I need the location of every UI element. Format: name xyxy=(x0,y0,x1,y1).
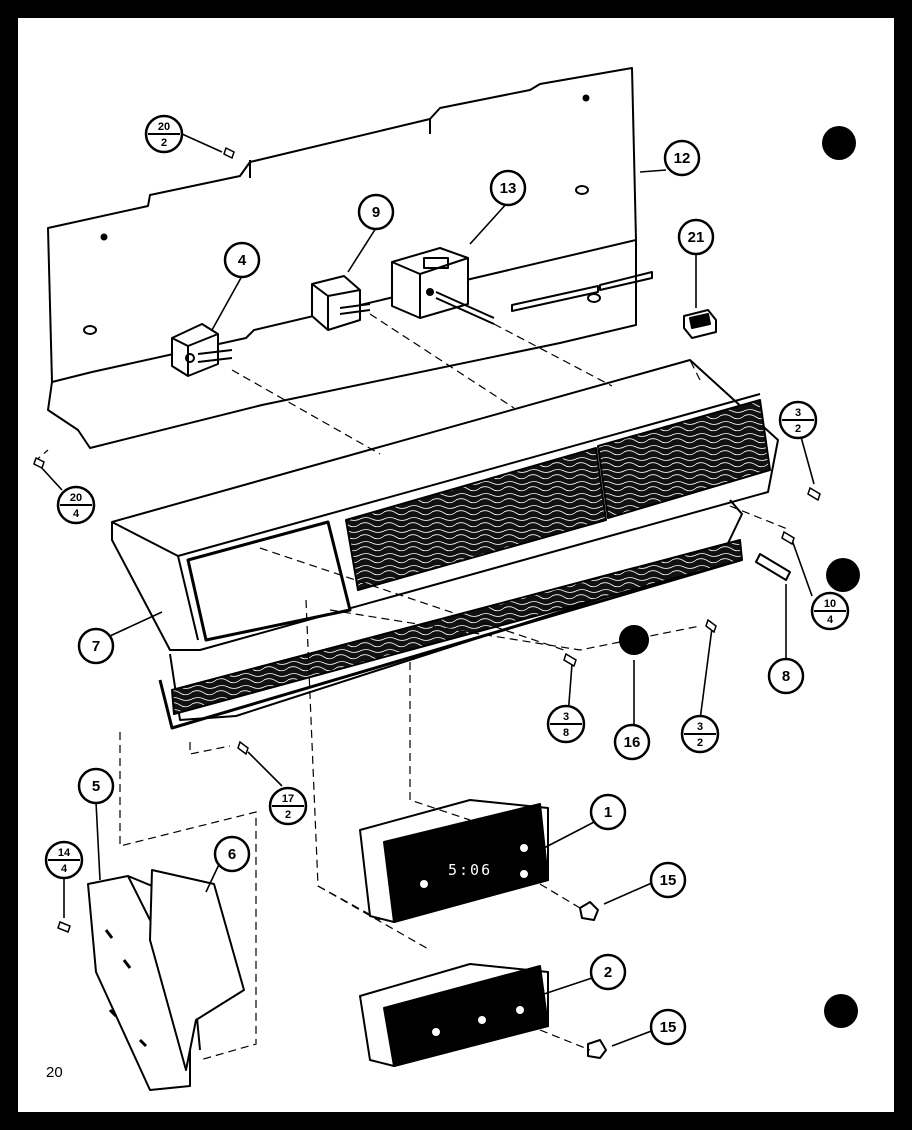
burner-control-module xyxy=(359,963,549,1067)
svg-text:15: 15 xyxy=(660,1019,677,1036)
callout-15-upper: 15 xyxy=(649,861,687,899)
svg-text:2: 2 xyxy=(697,737,703,749)
fraction-callout-3-2-lower: 32 xyxy=(680,714,720,754)
svg-text:2: 2 xyxy=(795,423,801,435)
callout-15-lower: 15 xyxy=(649,1008,687,1046)
svg-text:8: 8 xyxy=(563,727,569,739)
svg-text:12: 12 xyxy=(674,150,691,167)
svg-text:2: 2 xyxy=(161,137,167,149)
callout-4: 4 xyxy=(223,241,261,279)
fraction-callout-3-8: 38 xyxy=(546,704,586,744)
binder-hole-bottom xyxy=(824,994,858,1028)
control-faceplate-left xyxy=(345,447,607,591)
selector-switch xyxy=(311,275,371,331)
fraction-callout-10-4: 104 xyxy=(810,591,850,631)
callout-13: 13 xyxy=(489,169,527,207)
svg-text:6: 6 xyxy=(228,846,236,863)
clock-display: 5:06 xyxy=(448,861,492,879)
svg-text:20: 20 xyxy=(158,121,170,133)
svg-text:14: 14 xyxy=(58,847,71,859)
knob-small-upper xyxy=(579,901,599,921)
control-faceplate-right xyxy=(597,399,771,519)
mounting-plate xyxy=(149,869,245,1071)
clock-timer-module xyxy=(359,799,549,923)
binder-hole-top xyxy=(822,126,856,160)
display-window xyxy=(186,520,352,642)
callout-5: 5 xyxy=(77,767,115,805)
trim-strip xyxy=(171,539,743,715)
callout-7: 7 xyxy=(77,627,115,665)
fraction-callout-14-4: 144 xyxy=(44,840,84,880)
svg-text:13: 13 xyxy=(500,180,517,197)
svg-text:4: 4 xyxy=(238,252,247,269)
svg-text:8: 8 xyxy=(782,668,790,685)
rocker-switch xyxy=(683,309,717,339)
svg-text:1: 1 xyxy=(604,804,612,821)
svg-text:3: 3 xyxy=(697,721,703,733)
rod xyxy=(755,553,791,581)
svg-text:7: 7 xyxy=(92,638,100,655)
fraction-callout-20-4: 204 xyxy=(56,485,96,525)
svg-text:21: 21 xyxy=(688,229,705,246)
knob-small-lower xyxy=(587,1039,607,1059)
svg-text:17: 17 xyxy=(282,793,294,805)
callout-21: 21 xyxy=(677,218,715,256)
selector-knob xyxy=(619,625,649,655)
leader-lines xyxy=(39,133,815,1047)
callout-16: 16 xyxy=(613,723,651,761)
fraction-callout-3-2-upper: 32 xyxy=(778,400,818,440)
back-panel xyxy=(47,67,653,449)
callout-12: 12 xyxy=(663,139,701,177)
svg-text:10: 10 xyxy=(824,598,836,610)
svg-text:16: 16 xyxy=(624,734,641,751)
svg-text:4: 4 xyxy=(827,614,834,626)
callout-6: 6 xyxy=(213,835,251,873)
fraction-callout-17-2: 172 xyxy=(268,786,308,826)
svg-text:4: 4 xyxy=(73,508,80,520)
screws xyxy=(33,146,821,933)
svg-text:4: 4 xyxy=(61,863,68,875)
binder-hole-middle xyxy=(826,558,860,592)
fraction-callout-20-2: 202 xyxy=(144,114,184,154)
callout-9: 9 xyxy=(357,193,395,231)
assembly-lines xyxy=(33,313,791,1061)
page-number: 20 xyxy=(46,1064,63,1081)
svg-text:9: 9 xyxy=(372,204,380,221)
svg-text:15: 15 xyxy=(660,872,677,889)
svg-text:2: 2 xyxy=(285,809,291,821)
infinite-switch xyxy=(171,323,233,377)
callout-2: 2 xyxy=(589,953,627,991)
svg-text:5: 5 xyxy=(92,778,100,795)
svg-text:3: 3 xyxy=(563,711,569,723)
callout-1: 1 xyxy=(589,793,627,831)
svg-text:3: 3 xyxy=(795,407,801,419)
svg-text:20: 20 xyxy=(70,492,82,504)
callout-8: 8 xyxy=(767,657,805,695)
svg-text:2: 2 xyxy=(604,964,612,981)
oven-thermostat xyxy=(391,247,495,325)
